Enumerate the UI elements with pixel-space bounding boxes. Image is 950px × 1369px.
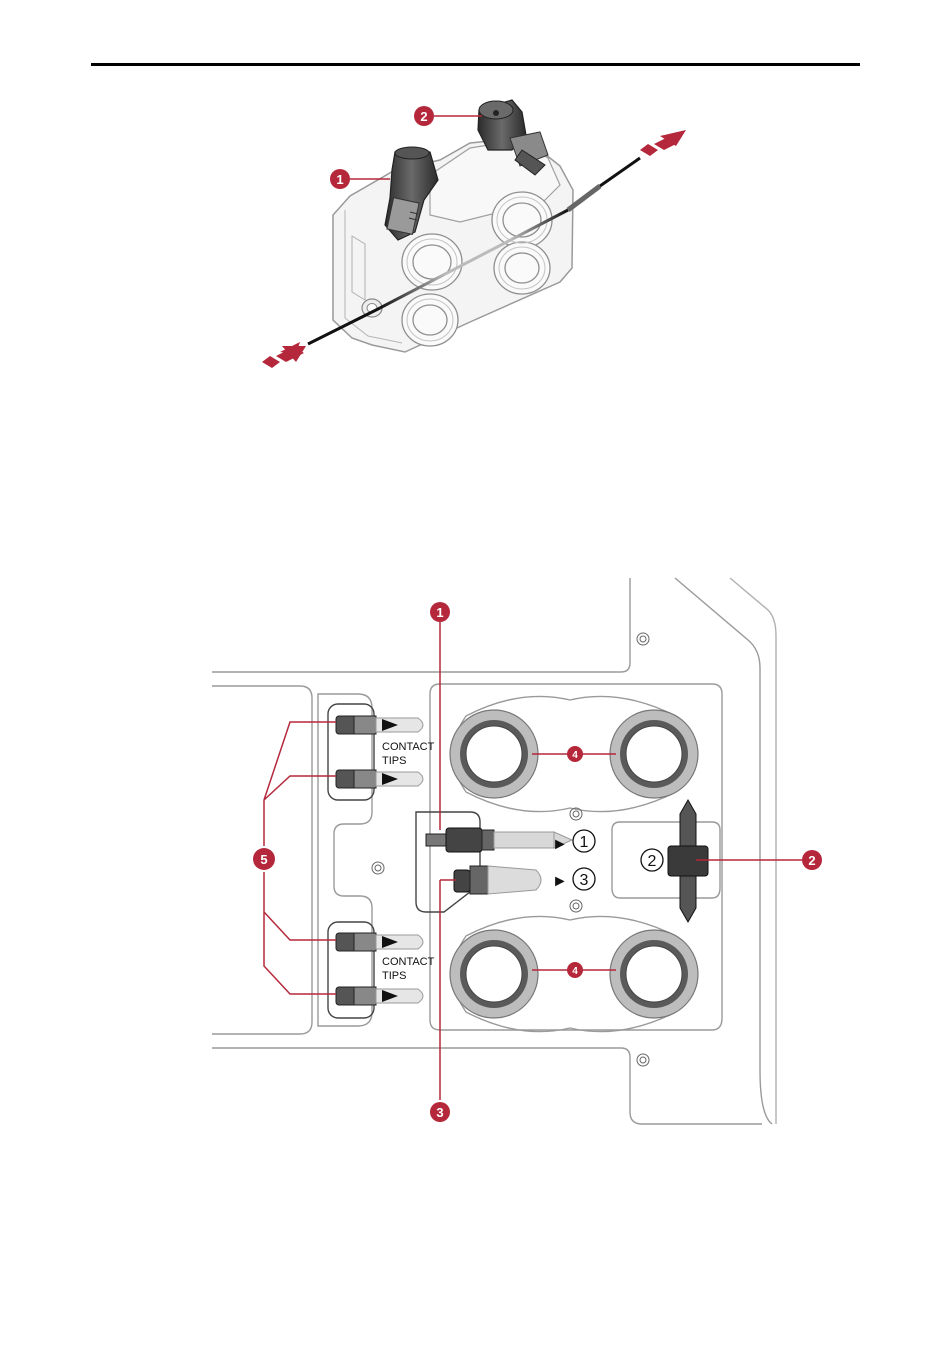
svg-text:3: 3 [436,1105,443,1120]
callout-badge-2-fig2: 2 [802,850,822,870]
callout-badge-3-fig2: 3 [430,1102,450,1122]
wire-feeder-illustration [262,100,686,368]
callout-badge-2-fig1: 2 [414,106,434,126]
arrow-marker-3: ► [552,873,568,890]
svg-text:5: 5 [260,852,267,867]
callout-badge-1-fig2: 1 [430,602,450,622]
svg-text:4: 4 [572,966,578,977]
callout-badge-4-bottom: 4 [567,962,583,978]
callout-badge-5: 5 [253,848,275,870]
contact-tips-label-top-line1: CONTACT [382,741,435,753]
svg-text:1: 1 [436,605,443,620]
contact-tips-label-bottom-line1: CONTACT [382,956,435,968]
svg-text:2: 2 [648,853,657,870]
callout-badge-1-fig1: 1 [330,169,350,189]
svg-text:2: 2 [808,853,815,868]
contact-tips-label-bottom-line2: TIPS [382,970,406,982]
nozzle-tool [454,866,541,894]
slot-marker-2: 2 [641,849,663,871]
hex-key-tool [668,800,708,922]
slot-marker-1: 1 [573,830,595,852]
svg-text:1: 1 [336,172,343,187]
svg-text:1: 1 [580,834,589,851]
contact-tips-label-top-line2: TIPS [382,755,406,767]
slot-marker-3: 3 [573,868,595,890]
liner-tool [426,828,572,852]
svg-text:3: 3 [580,872,589,889]
svg-text:2: 2 [420,109,427,124]
svg-text:4: 4 [572,750,578,761]
arrow-marker-1: ► [552,836,568,853]
callout-badge-4-top: 4 [567,746,583,762]
